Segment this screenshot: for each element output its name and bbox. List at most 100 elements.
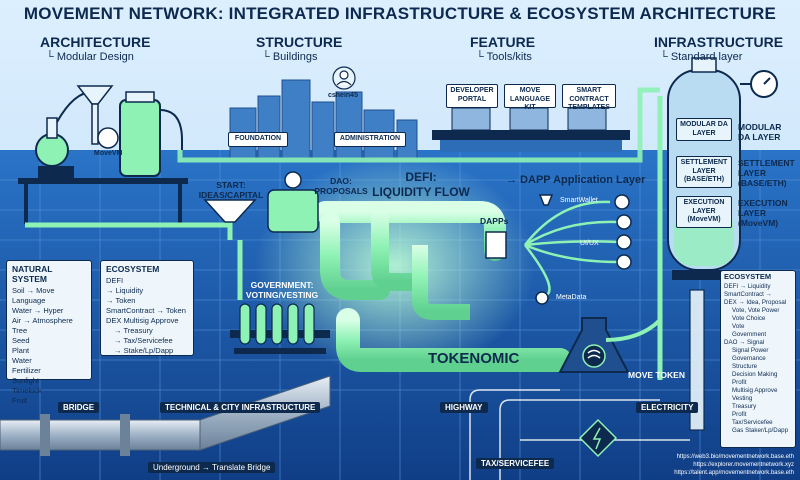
toolkit-move-language-kit: MOVE LANGUAGE KIT [504,84,556,111]
ecosystem-right-line: Multisig Approve [732,387,778,394]
metadata-label: MetaData [556,294,587,301]
dapp-layer-label: → DAPP Application Layer [506,174,646,186]
ecosystem-right-line: Vote Choice [732,315,766,322]
natural-system-line: Water [12,356,32,365]
tower-da-layer: MODULAR DA LAYER [676,118,732,141]
ecosystem-beaker [689,289,705,431]
defi-label-line2: LIQUIDITY FLOW [372,185,470,199]
natural-system-line: Sunlight [12,376,40,385]
dao-label: DAO: PROPOSALS [314,176,368,196]
dapps-label: DAPPs [480,216,509,226]
ecosystem-left-panel: ECOSYSTEM DEFI → Liquidity → Token Smart… [100,260,194,356]
ecosystem-right-panel: ECOSYSTEM DEFI → Liquidity SmartContract… [720,270,796,448]
ecosystem-left-line: DEFI [106,276,124,285]
ecosystem-right-line: DEX → Idea, Proposal [724,299,787,306]
dapp-branches [524,200,619,298]
natural-system-heading: NATURAL SYSTEM [12,264,53,284]
tower-settlement-layer: SETTLEMENT LAYER (BASE/ETH) [676,156,732,188]
ecosystem-left-line: → Stake/Lp/Dapp [114,346,174,355]
feature-subheading: └ Tools/kits [476,51,532,63]
tower-execution-layer: EXECUTION LAYER (MoveVM) [676,196,732,228]
underground-pipe [0,375,331,456]
ecosystem-right-line: Government [732,331,767,338]
electricity-label: ELECTRICITY [636,402,699,413]
tokenomic-label: TOKENOMIC [428,350,520,367]
ecosystem-right-line: Vesting [732,395,753,402]
technical-infrastructure-label: TECHNICAL & CITY INFRASTRUCTURE [160,402,321,413]
toolkit-developer-portal: DEVELOPER PORTAL [446,84,498,108]
infrastructure-subheading: └ Standard layer [660,51,743,63]
ecosystem-right-line: Treasury [732,403,757,410]
natural-system-line: Fertilizer [12,366,41,375]
link-talent[interactable]: https://talent.app/movementnetwork.base.… [674,470,794,476]
natural-system-line: Soil → Move Language [12,286,55,305]
natural-system-line: Tree [12,326,28,335]
ecosystem-right-heading: ECOSYSTEM [724,272,772,281]
ecosystem-left-line: → Liquidity [106,286,144,295]
start-label: START: IDEAS/CAPITAL [198,180,264,200]
feature-heading: FEATURE [470,34,536,50]
natural-system-line: Air → Atmosphere [12,316,73,325]
ecosystem-right-line: Gas Staker/Lp/Dapp [732,427,789,434]
move-token-flask [558,317,662,373]
architecture-heading: ARCHITECTURE [40,34,151,50]
ecosystem-left-heading: ECOSYSTEM [106,264,160,274]
infrastructure-heading: INFRASTRUCTURE [654,34,784,50]
ecosystem-right-line: DEFI → Liquidity [724,283,771,290]
uiux-label: UI/UX [580,240,599,247]
underground-label: Underground → Translate Bridge [148,462,276,473]
movevm-badge: MoveVM [94,150,123,157]
architecture-subheading: └ Modular Design [46,51,134,63]
funnel-and-valves [203,171,554,233]
username-label: cshein45 [328,92,358,99]
settlement-layer-label: SETTLEMENT LAYER (BASE/ETH) [738,158,795,188]
ecosystem-right-line: Tax/Servicefee [732,419,773,426]
ecosystem-left-line: → Tax/Servicefee [114,336,173,345]
ecosystem-right-line: Vote, Vote Power [732,307,780,314]
move-token-label: MOVE TOKEN [628,370,685,380]
natural-system-line: Plant [12,346,30,355]
liquidity-pipes [25,155,572,375]
defi-label-line1: DEFI: [405,170,437,184]
ecosystem-right-line: DAO → Signal [724,339,765,346]
administration-sign: ADMINISTRATION [334,132,406,147]
natural-system-panel: NATURAL SYSTEM Soil → Move Language Wate… [6,260,92,405]
page-title: MOVEMENT NETWORK: INTEGRATED INFRASTRUCT… [23,4,777,23]
avatar-icon [332,66,356,90]
ecosystem-left-line: → Token [106,296,136,305]
ecosystem-left-line: SmartContract → Token [106,306,186,315]
tax-servicefee-label: TAX/SERVICEFEE [476,458,555,469]
natural-system-line: Seed [12,336,30,345]
smartwallet-label: SmartWallet [560,197,598,204]
test-tube-rack [230,303,330,354]
link-web3-bio[interactable]: https://web3.bio/movementnetwork.base.et… [676,454,794,460]
ecosystem-right-line: Profit [732,379,747,386]
natural-system-line: Fruit [12,396,27,405]
structure-subheading: └ Buildings [262,51,318,63]
bridge-label: BRIDGE [58,402,100,413]
ecosystem-right-line: SmartContract → [724,291,772,298]
top-pipe [177,87,660,163]
tool-shelf [432,107,630,152]
ecosystem-left-line: DEX Multisig Approve [106,316,179,325]
structure-heading: STRUCTURE [256,34,343,50]
foundation-sign: FOUNDATION [228,132,288,147]
ecosystem-right-line: Vote [732,323,745,330]
da-layer-label: MODULAR DA LAYER [738,122,782,142]
lab-bench [18,85,188,224]
ecosystem-right-line: Profit [732,411,747,418]
dapp-nodes [535,194,632,305]
electricity-box [578,418,618,458]
natural-system-line: Timelock [12,386,42,395]
toolkit-smart-contract-templates: SMART CONTRACT TEMPLATES [562,84,616,111]
ecosystem-left-line: → Treasury [114,326,153,335]
ecosystem-right-line: Governance Structure [732,355,766,370]
execution-layer-label: EXECUTION LAYER (MoveVM) [738,198,788,228]
ecosystem-right-line: Decision Making [732,371,778,378]
link-explorer[interactable]: https://explorer.movementnetwork.xyz [693,462,794,468]
natural-system-line: Water → Hyper [12,306,64,315]
ecosystem-right-line: Signal Power [732,347,769,354]
government-label: GOVERNMENT: VOTING/VESTING [245,280,319,300]
highway-label: HIGHWAY [440,402,488,413]
